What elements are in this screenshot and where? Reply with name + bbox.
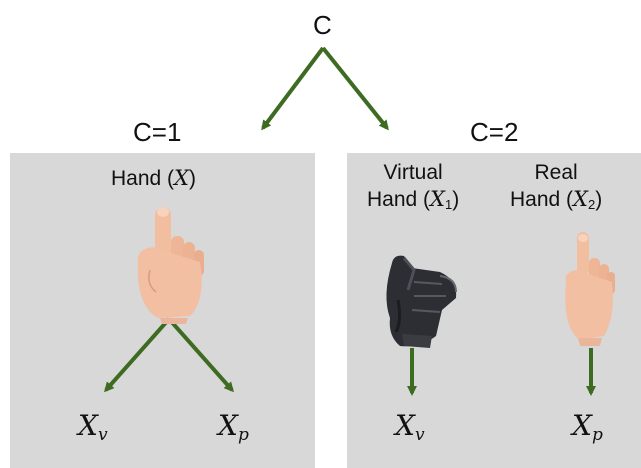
root-arrow-left <box>261 46 325 131</box>
virtual-glove-hand-icon <box>386 255 457 348</box>
condition-label-c1: C=1 <box>133 117 182 147</box>
root-label-c: C <box>313 10 332 40</box>
pointing-hand-icon <box>137 207 204 324</box>
virtual-hand-label: Virtual Hand (X1) <box>367 161 460 213</box>
output-x-p-left: Xp <box>218 409 249 445</box>
hand-arrow-left <box>104 317 171 393</box>
output-x-v-virtual: Xv <box>395 409 425 445</box>
real-pointing-hand-icon <box>565 232 615 346</box>
output-x-v-left: Xv <box>78 409 108 445</box>
root-arrow-right <box>321 46 389 131</box>
output-x-p-real: Xp <box>572 409 603 445</box>
condition-label-c2: C=2 <box>470 117 519 147</box>
real-hand-label: Real Hand (X2) <box>510 161 603 213</box>
hand-label: Hand (X) <box>111 166 196 190</box>
hand-arrow-right <box>167 317 234 393</box>
